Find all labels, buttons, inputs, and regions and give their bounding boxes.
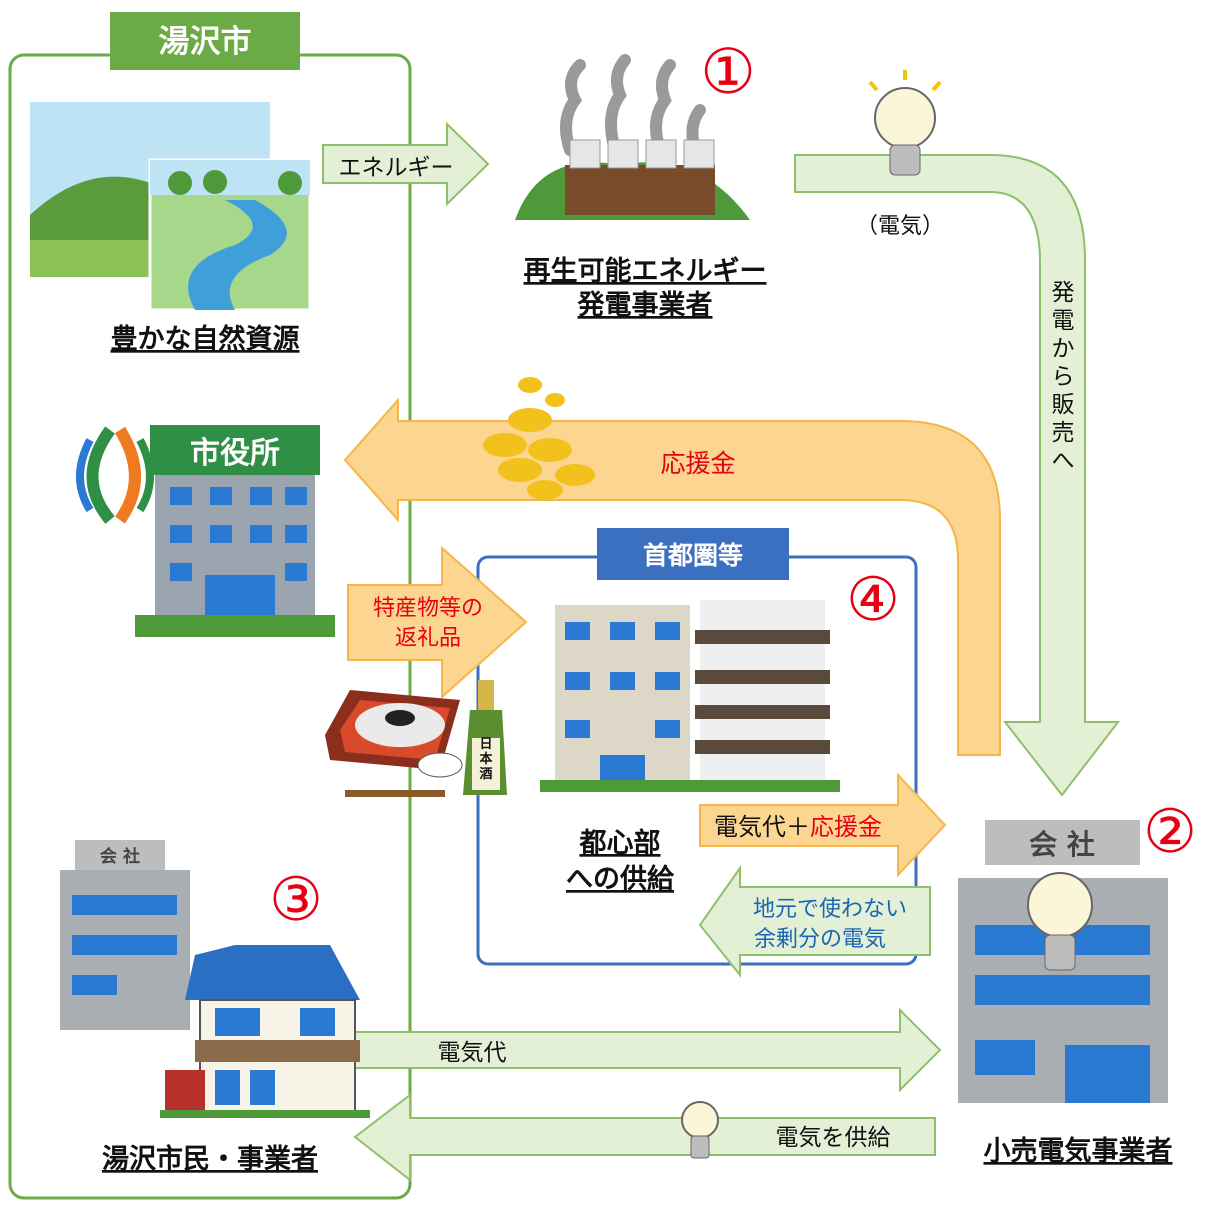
capital-title: 首都圏等	[643, 541, 743, 570]
electricity-flow-arrow	[794, 154, 1121, 797]
sake-label: 日本酒	[479, 737, 492, 782]
coins-icon	[483, 377, 595, 500]
residents-label: 湯沢市民・事業者	[102, 1143, 318, 1175]
supply-arrow: 電気を供給	[353, 1092, 936, 1183]
residents-company-sign: 会 社	[100, 846, 140, 867]
city-office-sign: 市役所	[190, 436, 280, 471]
retailer-lightbulb-icon	[1027, 872, 1093, 971]
electricity-paren-label: （電気）	[856, 214, 944, 239]
urban-label-2: への供給	[566, 863, 675, 895]
retailer-label: 小売電気事業者	[984, 1135, 1173, 1167]
retailer-illustration: 会 社	[958, 820, 1168, 1103]
energy-arrow: エネルギー	[322, 121, 490, 207]
marker-2: ②	[1143, 797, 1197, 867]
nature-label: 豊かな自然資源	[111, 323, 300, 355]
nature-illustration	[30, 102, 312, 312]
lightbulb-icon	[868, 70, 942, 176]
capital-frame: 首都圏等	[476, 528, 918, 966]
svg-text:電気代＋応援金: 電気代＋応援金	[714, 813, 882, 841]
sell-vertical-label: 発電から販売へ	[1052, 280, 1075, 474]
sake-bottle-illustration: 日本酒	[463, 680, 507, 795]
fee-plus-support-arrow: 電気代＋応援金	[699, 772, 947, 878]
generator-label-2: 発電事業者	[577, 290, 713, 321]
support-label: 応援金	[660, 449, 735, 478]
generator-label-1: 再生可能エネルギー	[524, 255, 767, 287]
fee-plus-support-label: 応援金	[810, 813, 882, 841]
residents-illustration: 会 社	[60, 840, 370, 1118]
fee-plus-label: 電気代＋	[714, 813, 810, 841]
city-emblem-icon	[76, 426, 154, 524]
retailer-company-sign: 会 社	[1029, 828, 1095, 861]
city-frame: 湯沢市	[8, 12, 412, 1200]
marker-3: ③	[269, 865, 323, 935]
power-plant-illustration	[515, 54, 750, 220]
gifts-label-1: 特産物等の	[373, 596, 483, 621]
supply-lightbulb-icon	[681, 1101, 719, 1159]
fee-label: 電気代	[438, 1040, 507, 1066]
gifts-arrow: 特産物等の 返礼品	[347, 545, 528, 700]
gifts-label-2: 返礼品	[395, 626, 461, 651]
fee-arrow: 電気代	[354, 1007, 942, 1093]
surplus-label-1: 地元で使わない	[753, 897, 907, 922]
marker-1: ①	[700, 35, 756, 108]
city-office-illustration: 市役所	[135, 425, 335, 637]
support-money-arrow: 応援金	[343, 397, 1001, 756]
soba-illustration	[325, 690, 463, 797]
surplus-arrow: 地元で使わない 余剰分の電気	[698, 864, 931, 978]
apartment-buildings-illustration	[540, 600, 840, 792]
city-title: 湯沢市	[159, 24, 252, 60]
energy-label: エネルギー	[339, 155, 454, 181]
marker-4: ④	[846, 565, 900, 635]
supply-label: 電気を供給	[776, 1125, 891, 1151]
urban-label-1: 都心部	[579, 827, 661, 859]
surplus-label-2: 余剰分の電気	[754, 927, 886, 952]
